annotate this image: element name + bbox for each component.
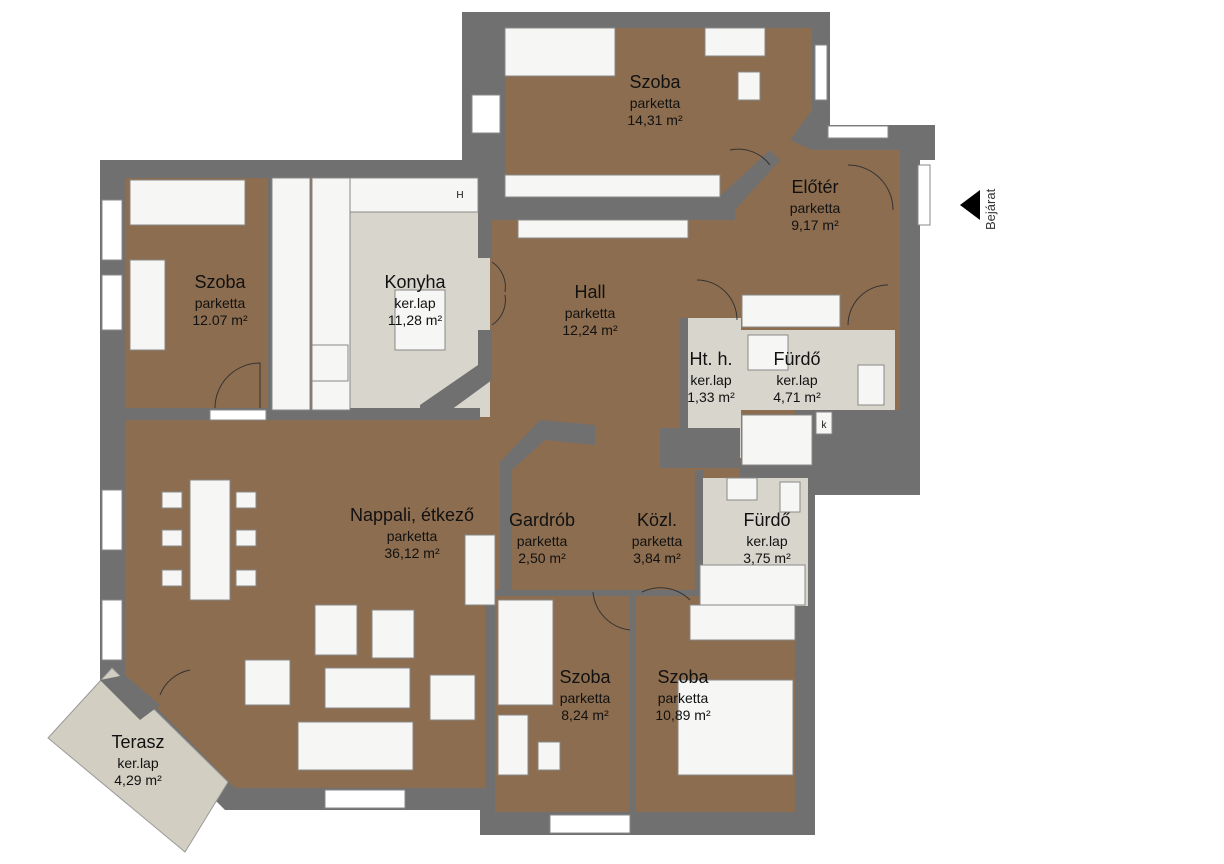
furniture: k H (129, 27, 885, 776)
room-name: Terasz (111, 732, 164, 752)
chair-top-room (737, 71, 761, 101)
room-name: Szoba (194, 272, 246, 292)
room-area: 12,24 m² (562, 322, 618, 338)
room-area: 11,28 m² (388, 312, 443, 328)
coffee-table (324, 667, 411, 709)
double-bed (677, 679, 794, 776)
armchair (314, 604, 358, 656)
kitchen-island (394, 289, 446, 351)
room-floor: ker.lap (776, 372, 817, 388)
terrace-floor (47, 667, 229, 853)
room-floor: parketta (565, 305, 616, 321)
room-name: Ht. h. (689, 349, 732, 369)
windows (101, 44, 931, 834)
room-floor: parketta (387, 528, 438, 544)
room-name: Szoba (559, 667, 611, 687)
kitchen-counter-top (349, 177, 479, 213)
entrance-arrow-icon (960, 190, 980, 220)
wardrobe-room (689, 604, 796, 641)
bed-left-room (129, 179, 246, 226)
bathtub (699, 564, 806, 606)
wardrobe-hall (517, 219, 689, 239)
dining-table (189, 479, 231, 601)
desk-left-room (129, 259, 166, 351)
room-floor: parketta (517, 533, 568, 549)
room-area: 14,31 m² (627, 112, 683, 128)
room-area: 3,75 m² (743, 550, 791, 566)
room-area: 12.07 m² (192, 312, 248, 328)
room-floor: parketta (658, 690, 709, 706)
room-area: 1,33 m² (687, 389, 735, 405)
room-area: 10,89 m² (655, 707, 711, 723)
entrance-label: Bejárat (983, 188, 998, 230)
room-name: Szoba (629, 72, 681, 92)
dining-chairs (161, 491, 257, 587)
room-name: Előtér (791, 177, 838, 197)
room-floor: parketta (560, 690, 611, 706)
doors (159, 148, 894, 696)
room-floor: ker.lap (117, 755, 158, 771)
room-floor: parketta (630, 95, 681, 111)
fridge-label: H (456, 190, 463, 201)
armchair (429, 674, 476, 721)
room-name: Nappali, étkező (350, 505, 474, 525)
room-floor: ker.lap (690, 372, 731, 388)
room-area: 4,71 m² (773, 389, 821, 405)
sofa (297, 721, 414, 771)
room-floor: parketta (632, 533, 683, 549)
bed-top-room (504, 27, 616, 77)
sink (726, 477, 758, 501)
armchair (371, 609, 415, 659)
room-name: Konyha (384, 272, 446, 292)
bed-small-room (497, 599, 554, 706)
chair-small-room (537, 741, 561, 771)
room-area: 9,17 m² (791, 217, 839, 233)
closet-box (815, 411, 833, 435)
room-area: 8,24 m² (561, 707, 609, 723)
room-area: 36,12 m² (384, 545, 440, 561)
armchair (244, 659, 291, 706)
room-area: 3,84 m² (633, 550, 681, 566)
desk-small-room (497, 714, 529, 776)
room-name: Gardrób (509, 510, 575, 530)
toilet (779, 481, 801, 513)
room-floor: ker.lap (746, 533, 787, 549)
sink (747, 334, 789, 371)
shower (741, 414, 813, 466)
wardrobe-top-room (504, 174, 721, 198)
cabinet-entry (741, 294, 841, 328)
room-name: Közl. (637, 510, 677, 530)
room-name: Fürdő (773, 349, 820, 369)
room-floor: parketta (195, 295, 246, 311)
room-area: 2,50 m² (518, 550, 566, 566)
fireplace (464, 534, 496, 606)
room-floor: ker.lap (394, 295, 435, 311)
closet-label: k (822, 420, 828, 431)
kitchen-cabinet-left (271, 177, 311, 411)
room-name: Hall (574, 282, 605, 302)
room-area: 4,29 m² (114, 772, 162, 788)
room-name: Fürdő (743, 510, 790, 530)
stove-icon (311, 344, 349, 382)
room-floor: parketta (790, 200, 841, 216)
toilet (857, 364, 885, 406)
room-name: Szoba (657, 667, 709, 687)
desk-top-room (704, 27, 766, 57)
